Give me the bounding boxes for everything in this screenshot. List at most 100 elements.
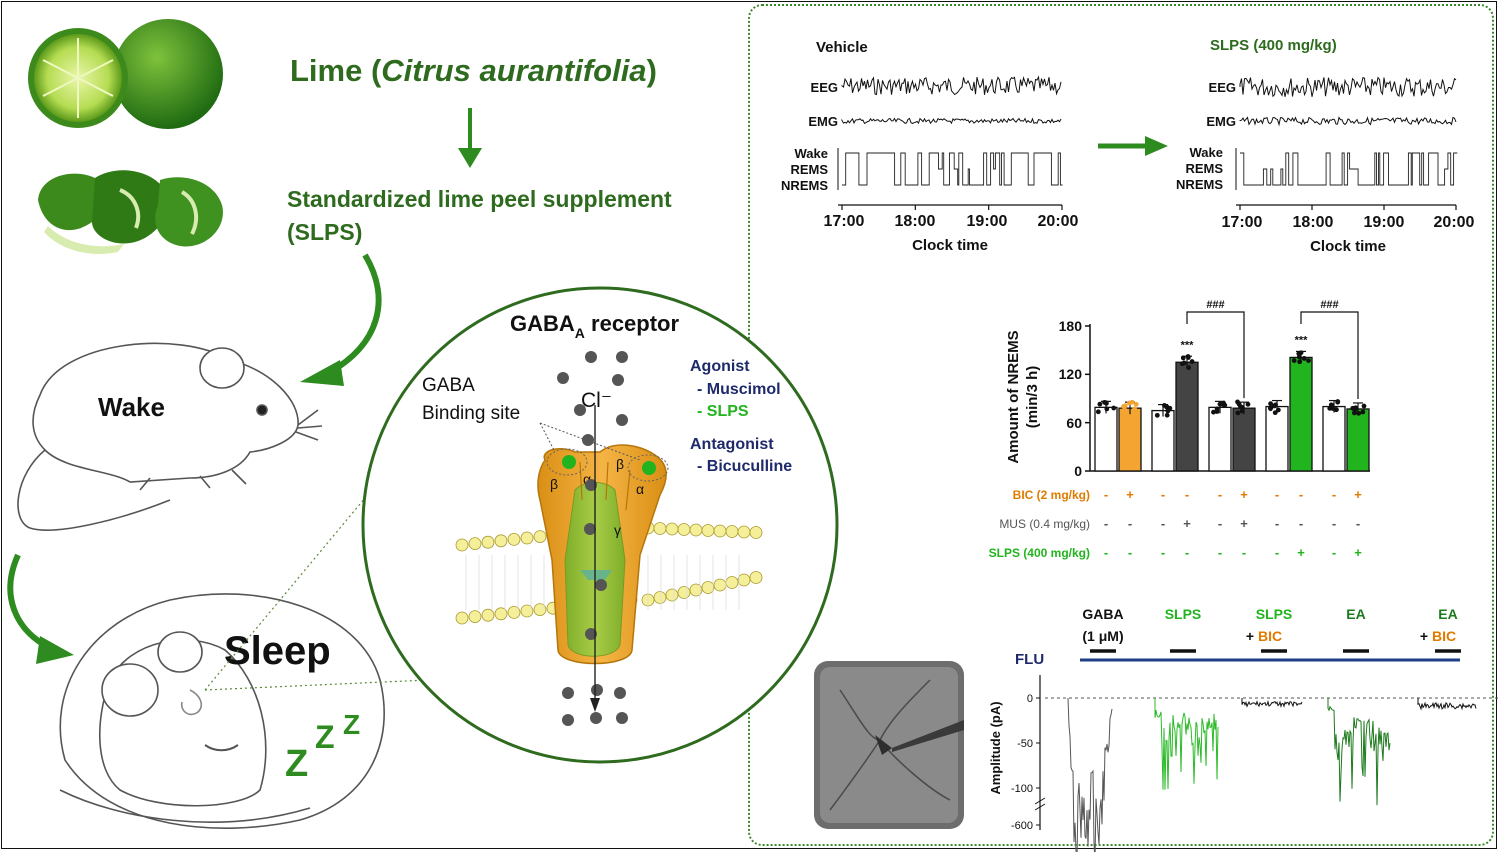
patch-y-tick: -600 [1011, 820, 1033, 832]
ea-bic-current-trace [1417, 698, 1477, 711]
lipid-head [713, 524, 727, 538]
chloride-ion-icon [585, 351, 597, 363]
neuron-micrograph [814, 661, 964, 829]
condition-mark: - [1332, 516, 1336, 531]
time-tick: 18:00 [1293, 214, 1334, 231]
lipid-head [455, 611, 469, 625]
condition-mark: - [1185, 487, 1189, 502]
patch-condition-label: EA [1346, 606, 1365, 622]
nrems-bar [1322, 405, 1346, 472]
data-point [1268, 401, 1274, 407]
state-label: REMS [1185, 161, 1223, 176]
lipid-head [468, 537, 482, 550]
lime-whole-icon [28, 19, 223, 129]
wake-mouse-icon [17, 342, 323, 531]
data-point [1335, 399, 1341, 404]
time-tick: 17:00 [824, 213, 865, 230]
chart-y-label: Amount of NREMS [1005, 330, 1022, 463]
eeg-trace [1239, 76, 1457, 98]
vehicle-recording: Vehicle EEG EMG Wake REMS NREMS 17:00 18… [781, 39, 1079, 254]
receptor-title: GABAA receptor [510, 311, 679, 341]
row-label: EEG [811, 80, 838, 95]
data-point [1291, 358, 1297, 363]
sleep-mouse-icon [59, 593, 385, 830]
nrems-bar [1265, 405, 1289, 472]
data-point [1095, 409, 1101, 415]
data-point [1296, 351, 1302, 357]
condition-mark: - [1128, 545, 1132, 560]
condition-mark: - [1275, 545, 1279, 560]
lipid-head [481, 608, 495, 622]
chloride-ion-icon [562, 687, 574, 699]
lime-peel-icon [38, 170, 223, 254]
lipid-head [701, 581, 715, 594]
data-point [1301, 356, 1307, 361]
lipid-head [494, 534, 508, 548]
lipid-head [468, 610, 482, 623]
subunit-label: α [583, 471, 591, 487]
nrems-bar [1289, 356, 1313, 472]
right-arrow-icon [1098, 136, 1168, 156]
chloride-ion-icon [585, 628, 597, 640]
condition-mark: + [1126, 487, 1134, 502]
condition-mark: - [1218, 516, 1222, 531]
data-point [1297, 359, 1303, 365]
subunit-label: γ [614, 522, 621, 538]
lipid-head [713, 578, 727, 592]
antagonist-item: - Bicuculline [697, 458, 792, 475]
eeg-trace [841, 75, 1062, 96]
lipid-head [689, 583, 703, 597]
condition-mark: - [1356, 516, 1360, 531]
data-point [1186, 365, 1192, 370]
condition-mark: - [1299, 516, 1303, 531]
condition-label: MUS (0.4 mg/kg) [999, 517, 1090, 531]
subunit-label: β [550, 476, 558, 492]
chloride-ion-icon [616, 414, 628, 426]
slps-current-trace [1154, 698, 1219, 790]
recording-title: Vehicle [816, 39, 868, 56]
nrems-bar [1151, 409, 1175, 472]
curved-arrow-icon [300, 253, 382, 386]
data-point [1360, 409, 1366, 415]
patch-y-label: Amplitude (pA) [988, 701, 1003, 794]
supplement-title-line1: Standardized lime peel supplement [287, 186, 672, 212]
lipid-head [677, 586, 691, 599]
lipid-head [455, 538, 469, 552]
lipid-head [520, 604, 534, 618]
patch-condition-label: SLPS [1256, 606, 1293, 622]
zzz-letter: Z [285, 743, 308, 785]
lime-title: Lime (Citrus aurantifolia) [290, 53, 657, 88]
binding-site-label-line1: GABA [422, 375, 475, 396]
chloride-ion-icon [612, 374, 624, 386]
condition-mark: - [1275, 487, 1279, 502]
nrems-bar-chart: Amount of NREMS (min/3 h) 0 60 120 180 B… [989, 299, 1370, 560]
lipid-head [737, 525, 751, 539]
condition-mark: - [1299, 487, 1303, 502]
x-axis-label: Clock time [912, 237, 988, 254]
emg-trace [1239, 116, 1457, 127]
lipid-head [533, 603, 547, 616]
data-point [1327, 405, 1333, 411]
lipid-head [507, 606, 521, 619]
data-point [1132, 406, 1137, 412]
data-point [1129, 399, 1135, 405]
data-point [1185, 354, 1191, 359]
chloride-ion-icon [616, 712, 628, 724]
condition-mark: - [1332, 487, 1336, 502]
lipid-head [749, 571, 763, 584]
antagonist-header: Antagonist [690, 436, 774, 453]
recording-title: SLPS (400 mg/kg) [1210, 37, 1337, 54]
chart-y-label: (min/3 h) [1024, 366, 1041, 429]
time-tick: 19:00 [967, 213, 1008, 230]
lipid-head [677, 523, 691, 536]
data-point [1352, 407, 1358, 413]
chloride-ion-icon [584, 523, 596, 535]
data-point [1236, 401, 1242, 407]
patch-condition-label: + BIC [1246, 628, 1282, 644]
condition-mark: + [1240, 516, 1248, 531]
time-tick: 20:00 [1038, 213, 1079, 230]
nrems-bar [1208, 406, 1232, 472]
data-point [1180, 355, 1186, 361]
